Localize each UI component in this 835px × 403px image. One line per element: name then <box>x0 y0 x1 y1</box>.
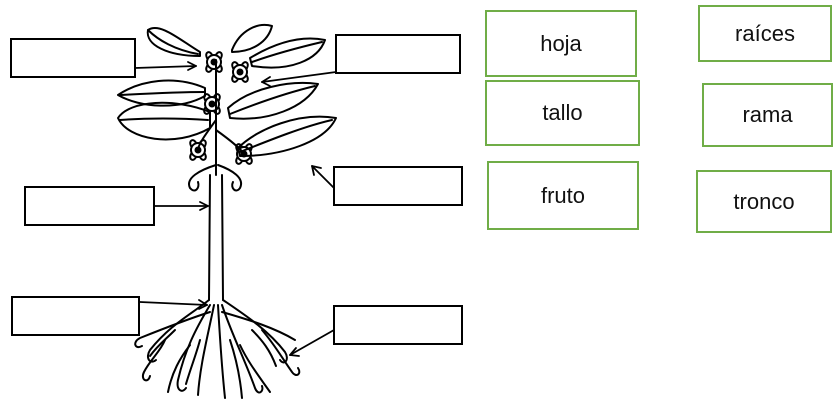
flower <box>205 51 223 73</box>
leaf <box>237 115 337 157</box>
answer-box-roots[interactable] <box>333 305 463 345</box>
answer-box-stem[interactable] <box>24 186 155 226</box>
trunk <box>208 174 224 301</box>
leaf <box>117 101 211 141</box>
flower <box>231 61 249 83</box>
answer-box-trunk-base[interactable] <box>11 296 140 336</box>
answer-box-top-leaf[interactable] <box>335 34 461 74</box>
roots <box>134 299 301 399</box>
leaf <box>229 85 316 115</box>
leaf <box>117 79 206 107</box>
word-card-tallo[interactable]: tallo <box>485 80 640 146</box>
answer-box-right-leaf[interactable] <box>333 166 463 206</box>
word-card-fruto[interactable]: fruto <box>487 161 639 230</box>
word-card-hoja[interactable]: hoja <box>485 10 637 77</box>
leaf <box>119 117 209 121</box>
flower <box>235 143 253 165</box>
leaf <box>147 29 199 55</box>
pointer-lines <box>134 61 337 357</box>
leaf <box>251 41 323 63</box>
flower <box>203 93 221 115</box>
answer-box-flower[interactable] <box>10 38 136 78</box>
word-card-rama[interactable]: rama <box>702 83 833 147</box>
word-card-raices[interactable]: raíces <box>698 5 832 62</box>
leaf <box>227 82 319 120</box>
leaf <box>231 24 273 53</box>
leaf <box>119 91 206 96</box>
flower <box>189 139 207 161</box>
leaf <box>146 27 201 57</box>
word-card-tronco[interactable]: tronco <box>696 170 832 233</box>
leaf <box>249 37 326 69</box>
